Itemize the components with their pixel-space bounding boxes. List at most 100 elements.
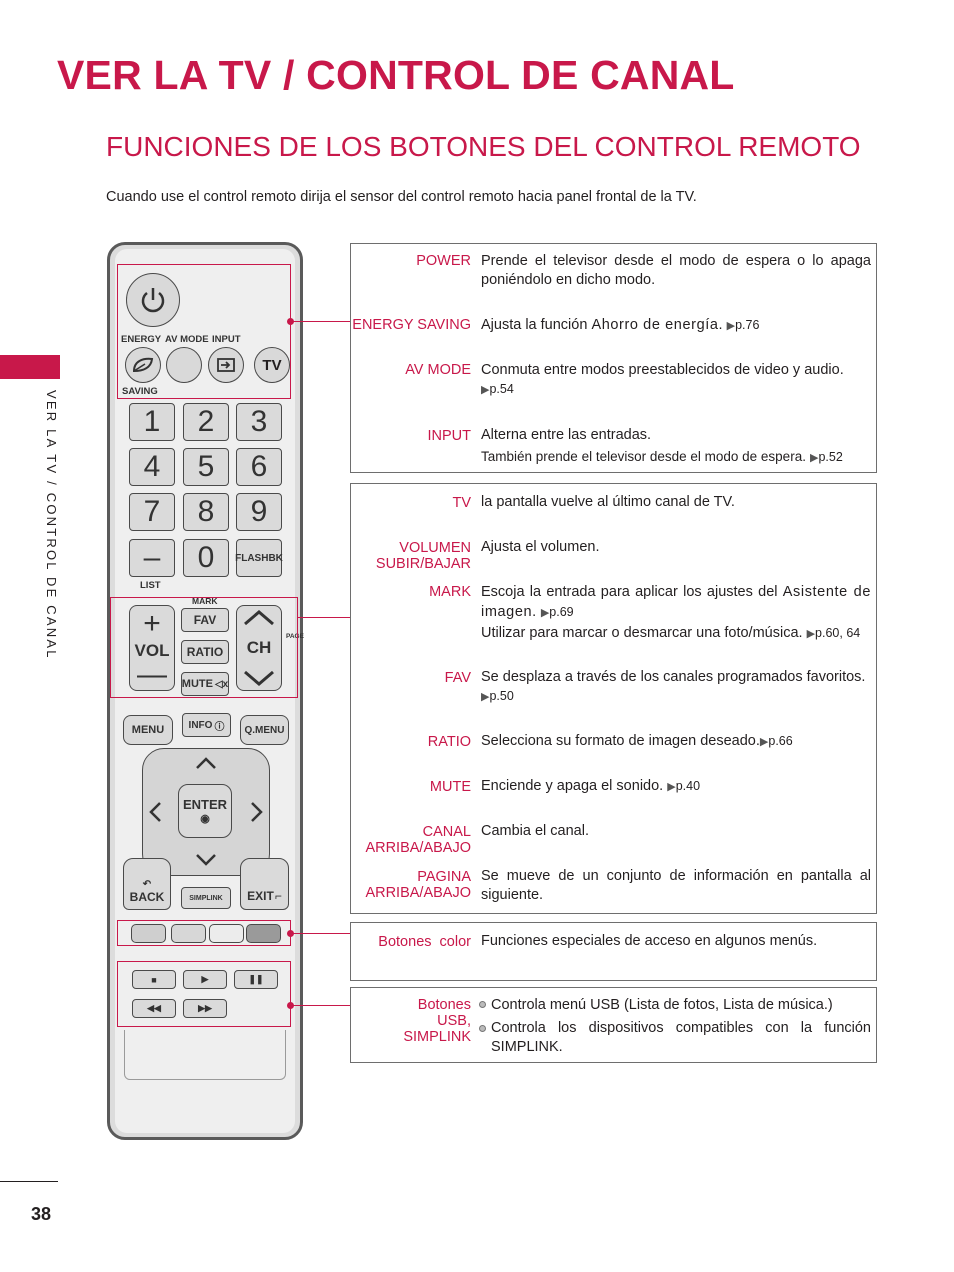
exit-button: EXIT⌐	[240, 858, 289, 910]
section-title: FUNCIONES DE LOS BOTONES DEL CONTROL REM…	[106, 131, 861, 162]
description-box-tv-page: TV la pantalla vuelve al último canal de…	[350, 483, 877, 914]
digit-1-button: 1	[129, 403, 175, 441]
plus-icon: +	[143, 607, 161, 640]
arrow-right-icon: ▶	[481, 384, 490, 396]
mark-desc: Escoja la entrada para aplicar los ajust…	[481, 584, 871, 641]
leader-dot	[287, 1002, 294, 1009]
power-icon	[141, 288, 165, 313]
enter-button: ENTER ◉	[178, 784, 232, 838]
bullet-icon	[479, 1001, 486, 1008]
power-button	[126, 273, 180, 327]
arrow-right-icon: ▶	[806, 628, 816, 640]
digit-0-button: 0	[183, 539, 229, 577]
tv-key: TV	[452, 495, 471, 511]
av-mode-desc: Conmuta entre modos preestablecidos de v…	[481, 362, 844, 396]
volume-desc: Ajusta el volumen.	[481, 539, 600, 555]
arrow-right-icon	[251, 802, 263, 822]
arrow-right-icon: ▶	[481, 691, 490, 703]
arrow-down-icon	[196, 854, 216, 866]
page-title: VER LA TV / CONTROL DE CANAL	[57, 52, 735, 98]
mute-key: MUTE	[429, 779, 471, 795]
fav-key: FAV	[444, 670, 471, 686]
rewind-button: ◀◀	[132, 999, 176, 1018]
channel-rocker: CH	[236, 605, 282, 691]
rewind-icon: ◀◀	[147, 1003, 161, 1013]
flashbk-button: FLASHBK	[235, 539, 283, 577]
digit-7-button: 7	[129, 493, 175, 531]
pause-button: ❚❚	[234, 970, 278, 989]
ratio-desc: Selecciona su formato de imagen deseado.…	[481, 733, 793, 749]
menu-button: MENU	[123, 715, 173, 745]
side-tab-marker	[0, 355, 60, 379]
dash-button: –	[129, 539, 175, 577]
fast-forward-icon: ▶▶	[198, 1003, 212, 1013]
simplink-button: SIMPLINK	[181, 887, 231, 909]
input-button	[208, 347, 244, 383]
input-desc: Alterna entre las entradas.También prend…	[481, 427, 843, 464]
highlight-color-buttons	[117, 920, 291, 946]
energy-saving-desc: Ajusta la función Ahorro de energía. ▶p.…	[481, 317, 760, 333]
color-buttons-desc: Funciones especiales de acceso en alguno…	[481, 933, 818, 949]
page-desc: Se mueve de un conjunto de información e…	[481, 868, 871, 903]
digit-5-button: 5	[183, 448, 229, 486]
intro-text: Cuando use el control remoto dirija el s…	[106, 189, 697, 205]
color-buttons-key: Botones color	[378, 934, 471, 950]
arrow-left-icon	[149, 802, 161, 822]
volume-rocker: + VOL —	[129, 605, 175, 691]
leaf-icon	[132, 357, 154, 373]
red-color-button	[131, 924, 166, 943]
highlight-usb-buttons	[117, 961, 291, 1027]
mark-label: MARK	[192, 596, 218, 606]
fav-desc: Se desplaza a través de los canales prog…	[481, 669, 866, 703]
arrow-right-icon: ▶	[809, 452, 819, 464]
mute-desc: Enciende y apaga el sonido. ▶p.40	[481, 778, 701, 794]
leader-dot	[287, 930, 294, 937]
bullet-icon	[479, 1025, 486, 1032]
av-mode-label: AV MODE	[165, 334, 209, 345]
leader-dot	[287, 318, 294, 325]
ratio-key: RATIO	[427, 734, 471, 750]
back-button: ↶BACK	[123, 858, 171, 910]
fav-button: FAV	[181, 608, 229, 632]
av-mode-button	[166, 347, 202, 383]
exit-icon: ⌐	[274, 889, 282, 903]
stop-icon: ■	[151, 974, 157, 985]
digit-2-button: 2	[183, 403, 229, 441]
arrow-right-icon: ▶	[726, 320, 736, 332]
tv-button: TV	[254, 347, 290, 383]
arrow-right-icon: ▶	[759, 736, 769, 748]
digit-8-button: 8	[183, 493, 229, 531]
channel-desc: Cambia el canal.	[481, 823, 589, 839]
usb-simplink-desc: Controla menú USB (Lista de fotos, Lista…	[479, 996, 871, 1057]
yellow-color-button	[209, 924, 244, 943]
power-key: POWER	[416, 253, 471, 269]
mark-key: MARK	[429, 584, 471, 600]
list-label: LIST	[140, 580, 161, 591]
power-desc: Prende el televisor desde el modo de esp…	[481, 253, 871, 288]
highlight-top-group	[117, 264, 291, 399]
description-box-color-buttons: Botones color Funciones especiales de ac…	[350, 922, 877, 981]
play-button: ▶	[183, 970, 227, 989]
energy-saving-key: ENERGY SAVING	[352, 317, 471, 333]
digit-4-button: 4	[129, 448, 175, 486]
energy-label: ENERGY	[121, 334, 162, 345]
saving-label: SAVING	[122, 386, 158, 397]
highlight-vol-ch-group	[110, 597, 298, 698]
input-icon	[217, 358, 235, 372]
tv-desc: la pantalla vuelve al último canal de TV…	[481, 494, 735, 510]
remote-bottom-panel	[124, 1030, 286, 1080]
green-color-button	[171, 924, 206, 943]
chevron-down-icon	[244, 670, 274, 686]
pause-icon: ❚❚	[248, 974, 264, 984]
ratio-button: RATIO	[181, 640, 229, 664]
side-label: VER LA TV / CONTROL DE CANAL	[44, 390, 59, 660]
qmenu-button: Q.MENU	[240, 715, 289, 745]
leader-line	[298, 617, 350, 618]
fast-forward-button: ▶▶	[183, 999, 227, 1018]
input-key: INPUT	[427, 428, 472, 444]
energy-saving-button	[125, 347, 161, 383]
leader-line	[291, 321, 350, 322]
usb-item: Controla menú USB (Lista de fotos, Lista…	[479, 996, 871, 1015]
